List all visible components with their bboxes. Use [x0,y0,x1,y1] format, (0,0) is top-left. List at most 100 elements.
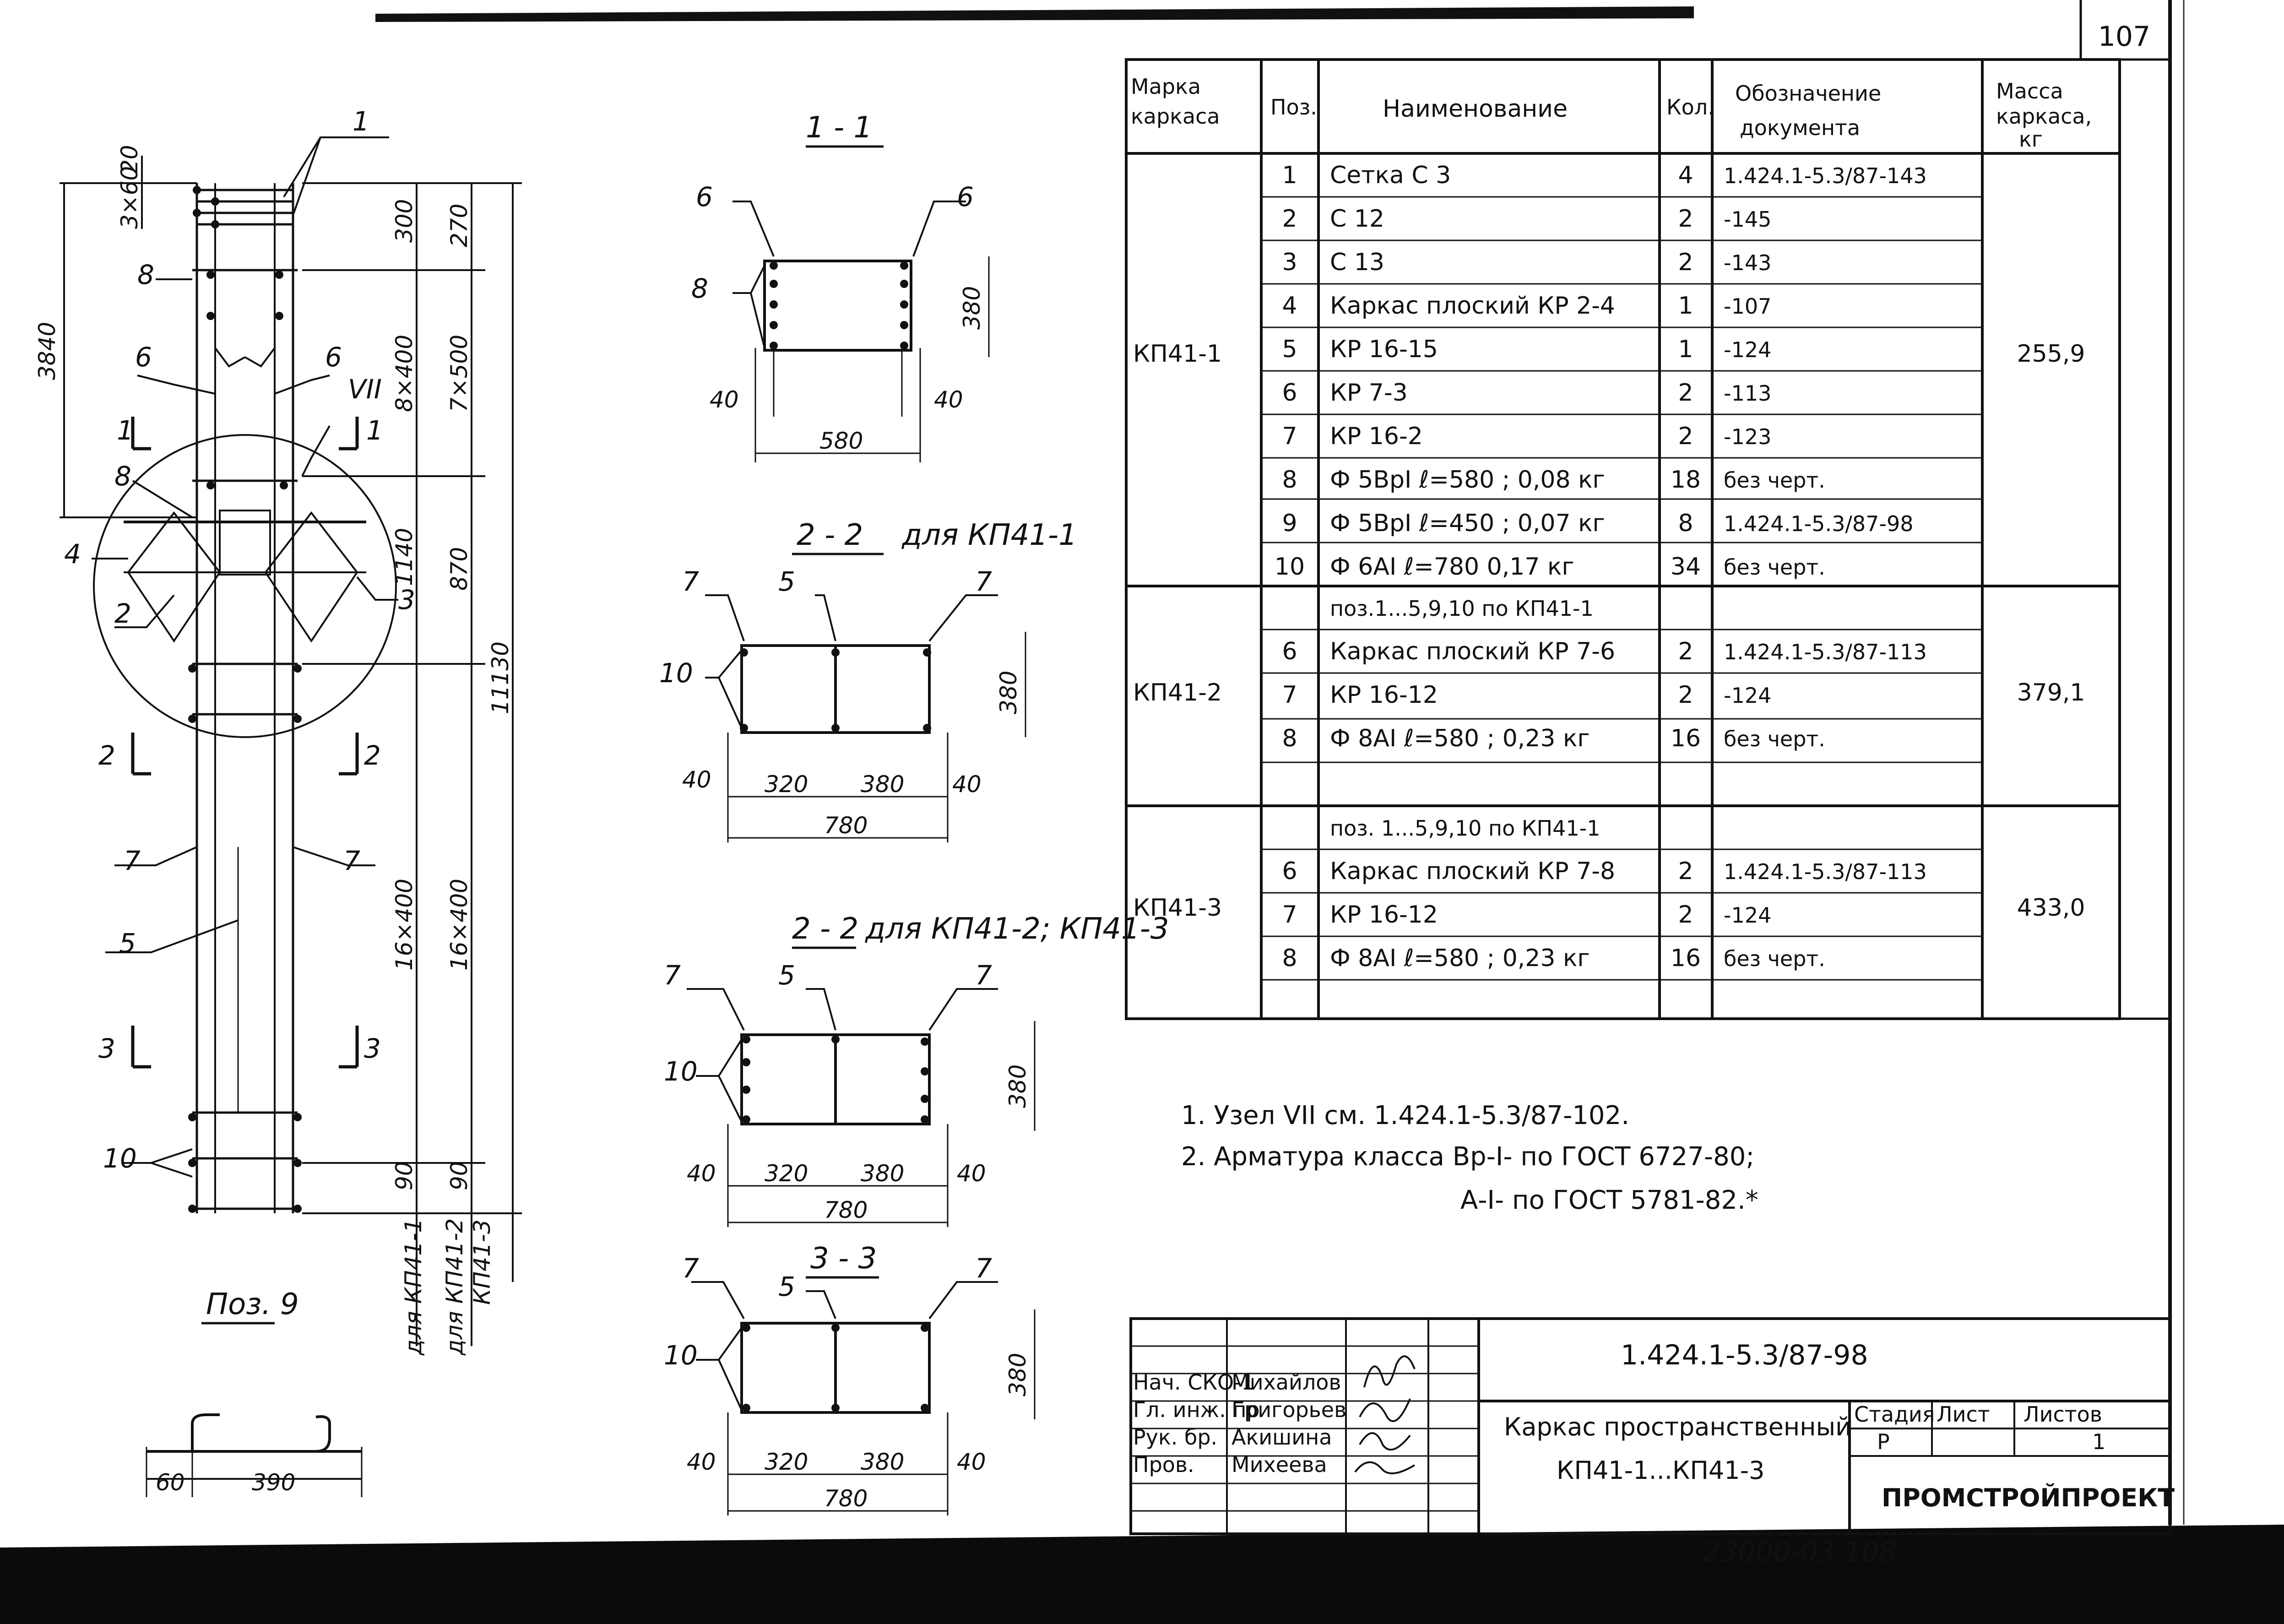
column-callouts: 1 8 6 6 VII 4 2 3 8 7 7 5 10 [64,106,415,1174]
row-qty: 16 [1671,945,1701,972]
header-mass-1: Масса [1996,79,2063,103]
row-doc: -107 [1724,294,1771,319]
dim-270: 270 [446,204,472,247]
stage-label: Стадия [1854,1402,1935,1427]
dim-3840: 3840 [34,322,60,380]
row-name: Ф 8АI ℓ=580 ; 0,23 кг [1330,945,1590,972]
section-2-2-a-dim-380v: 380 [995,671,1022,714]
scan-bottom-shadow [0,1525,2284,1566]
row-qty: 2 [1678,249,1693,276]
dim-90-b: 90 [446,1161,472,1190]
row-qty: 2 [1678,901,1693,929]
role-4: Пров. [1133,1452,1194,1477]
column-dimension-lines [60,156,522,1346]
row-pos: 5 [1282,336,1297,363]
sheet-label: Лист [1937,1402,1990,1427]
group-mark: КП41-3 [1133,894,1222,922]
row-qty: 1 [1678,336,1693,363]
row-doc: -143 [1724,250,1771,275]
row-qty: 2 [1678,638,1693,665]
role-3: Рук. бр. [1133,1425,1217,1450]
header-mass-3: кг [2019,127,2043,152]
row-pos: 9 [1282,510,1297,537]
row-pos: 2 [1282,205,1297,233]
row-pos: 4 [1282,292,1297,320]
signature-3 [1359,1432,1411,1451]
role-2: Гл. инж. пр [1133,1397,1260,1422]
bent-bar-left [214,347,245,368]
section-2-2-a-title: 2 - 2 [797,518,863,552]
row-doc: -123 [1724,424,1771,449]
row-doc: -124 [1724,683,1771,708]
signatures [1354,1355,1416,1474]
signature-4 [1354,1461,1416,1474]
section-2-2-b-subtitle: для КП41-2; КП41-3 [865,912,1169,946]
section-3-3 [691,1276,1036,1515]
dim-7x500: 7×500 [446,335,472,412]
row-qty: 2 [1678,205,1693,233]
section-2-2-b-dim-780: 780 [824,1197,868,1223]
row-name: Ф 5ВрI ℓ=450 ; 0,07 кг [1330,510,1605,537]
scan-bottom-band [0,1566,2284,1624]
section-1-1-dim-580: 580 [819,428,863,454]
callout-vii: VII [348,374,382,405]
note-2: 2. Арматура класса Вр-I- по ГОСТ 6727-80… [1181,1142,1754,1172]
pos9-dim-390: 390 [252,1469,295,1496]
row-name: Сетка С 3 [1330,162,1451,189]
callout-5: 5 [119,928,136,959]
column-section-marks [131,417,359,1069]
section-2-2-a [705,553,1026,842]
section-1-1-dim-380: 380 [959,286,985,330]
callout-7-left: 7 [124,845,141,876]
section-2-2-b-title: 2 - 2 [792,912,858,946]
group-mark: КП41-2 [1133,679,1222,706]
section-3-3-callout-7b: 7 [975,1253,992,1284]
row-name: КР 16-12 [1330,681,1438,709]
row-doc: 1.424.1-5.3/87-98 [1724,511,1914,536]
dim-16x400-b: 16×400 [446,879,472,971]
section-3-3-dim-320: 320 [765,1449,808,1475]
header-name: Наименование [1383,95,1568,123]
section-2-2-a-callout-10: 10 [659,657,693,689]
title-line-2: КП41-1...КП41-3 [1557,1456,1765,1485]
dim-11130: 11130 [487,641,514,714]
org-name: ПРОМСТРОЙПРОЕКТ [1882,1483,2175,1512]
section-3-3-dim-380v: 380 [1004,1353,1031,1396]
section-2-2-a-dots [740,648,931,732]
section-mark-3-right: 3 [364,1033,381,1064]
dim-870: 870 [446,547,472,591]
section-2-2-a-callout-5: 5 [778,566,795,597]
row-qty: 18 [1671,466,1701,494]
row-name: Ф 8АI ℓ=580 ; 0,23 кг [1330,725,1590,752]
column-elevation [93,183,397,1213]
row-doc: 1.424.1-5.3/87-113 [1724,640,1927,664]
bent-bar-right [244,347,276,368]
row-doc: -113 [1724,381,1771,406]
section-2-2-b [687,946,1036,1227]
callout-6-right: 6 [325,342,342,373]
section-2-2-a-callout-7b: 7 [975,566,992,597]
section-2-2-b-callout-7b: 7 [975,960,992,991]
for-kp41-3: КП41-3 [469,1219,495,1305]
callout-1: 1 [353,106,369,137]
header-mark-1: Марка [1131,74,1201,99]
header-pos: Поз. [1270,95,1317,119]
dim-3x60: 3×60 [116,166,143,229]
section-2-2-b-callout-10: 10 [664,1056,698,1087]
callout-10: 10 [103,1143,137,1174]
spec-table-grid [1125,58,2170,1020]
header-qty: Кол. [1666,95,1714,119]
for-kp41-2: для КП41-2 [441,1218,468,1356]
section-3-3-callout-5: 5 [778,1271,795,1302]
console-truss-right [265,511,358,643]
title-line-1: Каркас пространственный [1504,1412,1851,1441]
section-mark-2-right: 2 [364,740,381,771]
row-doc: -124 [1724,903,1771,928]
row-name: КР 16-12 [1330,901,1438,929]
section-3-3-callout-7a: 7 [682,1253,699,1284]
row-name: Каркас плоский КР 7-6 [1330,638,1615,665]
title-block-text: 1.424.1-5.3/87-98 Каркас пространственны… [1133,1339,2175,1512]
section-1-1 [732,145,990,462]
